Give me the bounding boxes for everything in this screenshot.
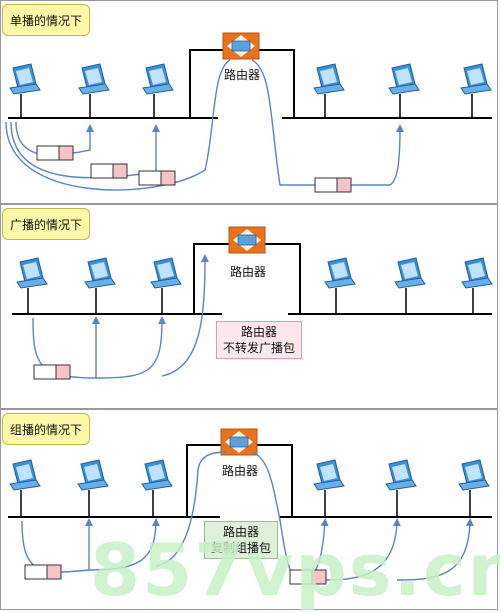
pc-icon — [394, 257, 426, 314]
unicast-diagram — [5, 32, 492, 193]
multicast-diagram — [8, 428, 492, 585]
packet — [36, 145, 74, 161]
router-link-left — [186, 444, 223, 517]
panel-title-multicast: 组播的情况下 — [2, 413, 91, 445]
router-link-right — [256, 444, 293, 517]
note-line: 复制组播包 — [211, 541, 272, 555]
pc-icon — [461, 257, 493, 314]
pc-icon — [460, 63, 492, 118]
router-label: 路由器 — [224, 68, 261, 82]
router-icon — [220, 428, 258, 456]
note-line: 路由器 — [241, 325, 278, 339]
pc-icon — [458, 459, 490, 517]
packet — [289, 569, 327, 585]
note-router-copy-multicast: 路由器 复制组播包 — [204, 521, 279, 559]
router-icon — [228, 226, 266, 254]
pc-icon — [16, 257, 48, 314]
note-line: 路由器 — [223, 525, 260, 539]
packet — [33, 364, 71, 380]
pc-icon — [141, 459, 173, 517]
router-link-right — [262, 243, 301, 314]
broadcast-diagram — [12, 226, 493, 380]
pc-icon — [9, 63, 41, 118]
pc-icon — [150, 257, 182, 314]
router-link-left — [193, 243, 232, 314]
router-label: 路由器 — [222, 464, 259, 478]
unicast-flows — [5, 59, 404, 191]
router-link-left — [189, 49, 227, 118]
pc-icon — [142, 63, 174, 118]
pc-icon — [388, 63, 420, 118]
pc-icon — [313, 459, 345, 517]
note-line: 不转发广播包 — [223, 341, 296, 355]
packet — [314, 177, 352, 193]
pc-icon — [9, 459, 41, 517]
broadcast-flows — [32, 254, 209, 379]
watermark: 857vps.cn — [90, 528, 500, 612]
pc-icon — [385, 459, 417, 517]
pc-icon — [324, 257, 356, 314]
packet — [90, 163, 128, 179]
note-router-no-forward: 路由器 不转发广播包 — [216, 321, 303, 359]
pc-icon — [84, 257, 116, 314]
router-link-right — [257, 49, 295, 118]
panel-title-broadcast: 广播的情况下 — [2, 208, 91, 240]
pc-icon — [77, 459, 109, 517]
pc-icon — [78, 63, 110, 118]
packet — [138, 170, 176, 186]
pc-icon — [313, 63, 345, 118]
router-label: 路由器 — [230, 265, 267, 279]
packet — [24, 564, 62, 580]
router-icon — [222, 32, 260, 60]
panel-title-unicast: 单播的情况下 — [2, 4, 91, 36]
